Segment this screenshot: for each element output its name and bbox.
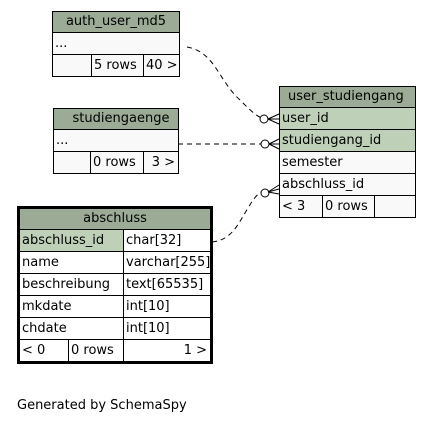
table-footer: 0 rows 3 > bbox=[54, 152, 178, 173]
table-row: studiengang_id bbox=[280, 130, 415, 152]
footer-right[interactable]: 1 > bbox=[123, 340, 210, 361]
column-name: beschreibung bbox=[22, 277, 111, 292]
footer-left[interactable]: < 0 bbox=[22, 343, 46, 358]
column-type: int[10] bbox=[123, 296, 210, 317]
edge-auth-user-md5-to-user-studiengang bbox=[186, 46, 267, 120]
column-name: mkdate bbox=[22, 299, 72, 314]
footer-rows: 0 rows bbox=[322, 196, 374, 217]
footer-rows: 5 rows bbox=[91, 55, 143, 76]
column-semester: semester bbox=[282, 155, 343, 170]
table-title[interactable]: abschluss bbox=[20, 209, 210, 230]
column-type: varchar[255] bbox=[123, 252, 210, 273]
table-footer: < 3 0 rows bbox=[280, 196, 415, 217]
table-row: mkdate int[10] bbox=[20, 296, 210, 318]
table-user-studiengang[interactable]: user_studiengang user_id studiengang_id … bbox=[279, 86, 416, 218]
table-footer: < 0 0 rows 1 > bbox=[20, 340, 210, 361]
column-type: char[32] bbox=[123, 230, 210, 251]
table-row: abschluss_id bbox=[280, 174, 415, 196]
table-footer: 5 rows 40 > bbox=[53, 55, 179, 76]
footer-rows: 0 rows bbox=[68, 340, 123, 361]
edge-crowfoot-studiengang-id bbox=[268, 138, 280, 150]
column-name: abschluss_id bbox=[22, 233, 105, 248]
footer-right[interactable]: 3 > bbox=[143, 152, 178, 173]
edge-crowfoot-user-id bbox=[267, 113, 280, 125]
table-row: user_id bbox=[280, 108, 415, 130]
table-title[interactable]: auth_user_md5 bbox=[53, 12, 179, 33]
edge-end-circle-user-id bbox=[259, 114, 269, 124]
column-name: name bbox=[22, 255, 59, 270]
table-row: name varchar[255] bbox=[20, 252, 210, 274]
ellipsis-text: ... bbox=[56, 133, 69, 148]
table-row: semester bbox=[280, 152, 415, 174]
edge-abschluss-to-user-studiengang bbox=[211, 191, 263, 243]
ellipsis-text: ... bbox=[55, 36, 68, 51]
table-row: beschreibung text[65535] bbox=[20, 274, 210, 296]
table-row: ... bbox=[54, 130, 178, 152]
column-type: int[10] bbox=[123, 318, 210, 339]
footer-left[interactable]: < 3 bbox=[282, 199, 306, 214]
footer-left bbox=[54, 152, 90, 173]
table-row: ... bbox=[53, 33, 179, 55]
column-name: chdate bbox=[22, 321, 67, 336]
footer-right bbox=[374, 196, 415, 217]
column-studiengang-id: studiengang_id bbox=[282, 133, 382, 148]
edge-end-circle-studiengang-id bbox=[260, 139, 270, 149]
footer-right[interactable]: 40 > bbox=[143, 55, 179, 76]
generated-by-label: Generated by SchemaSpy bbox=[17, 398, 187, 413]
table-studiengaenge[interactable]: studiengaenge ... 0 rows 3 > bbox=[53, 108, 179, 174]
table-row: chdate int[10] bbox=[20, 318, 210, 340]
column-type: text[65535] bbox=[123, 274, 210, 295]
column-abschluss-id: abschluss_id bbox=[282, 177, 365, 192]
footer-rows: 0 rows bbox=[90, 152, 143, 173]
table-row: abschluss_id char[32] bbox=[20, 230, 210, 252]
footer-left bbox=[53, 55, 91, 76]
column-user-id: user_id bbox=[282, 111, 329, 126]
table-auth-user-md5[interactable]: auth_user_md5 ... 5 rows 40 > bbox=[52, 11, 180, 77]
edge-end-circle-abschluss-id bbox=[260, 188, 270, 198]
table-title[interactable]: studiengaenge bbox=[54, 109, 178, 130]
table-abschluss[interactable]: abschluss abschluss_id char[32] name var… bbox=[17, 206, 213, 364]
edge-crowfoot-abschluss-id bbox=[267, 184, 280, 195]
table-title[interactable]: user_studiengang bbox=[280, 87, 415, 108]
